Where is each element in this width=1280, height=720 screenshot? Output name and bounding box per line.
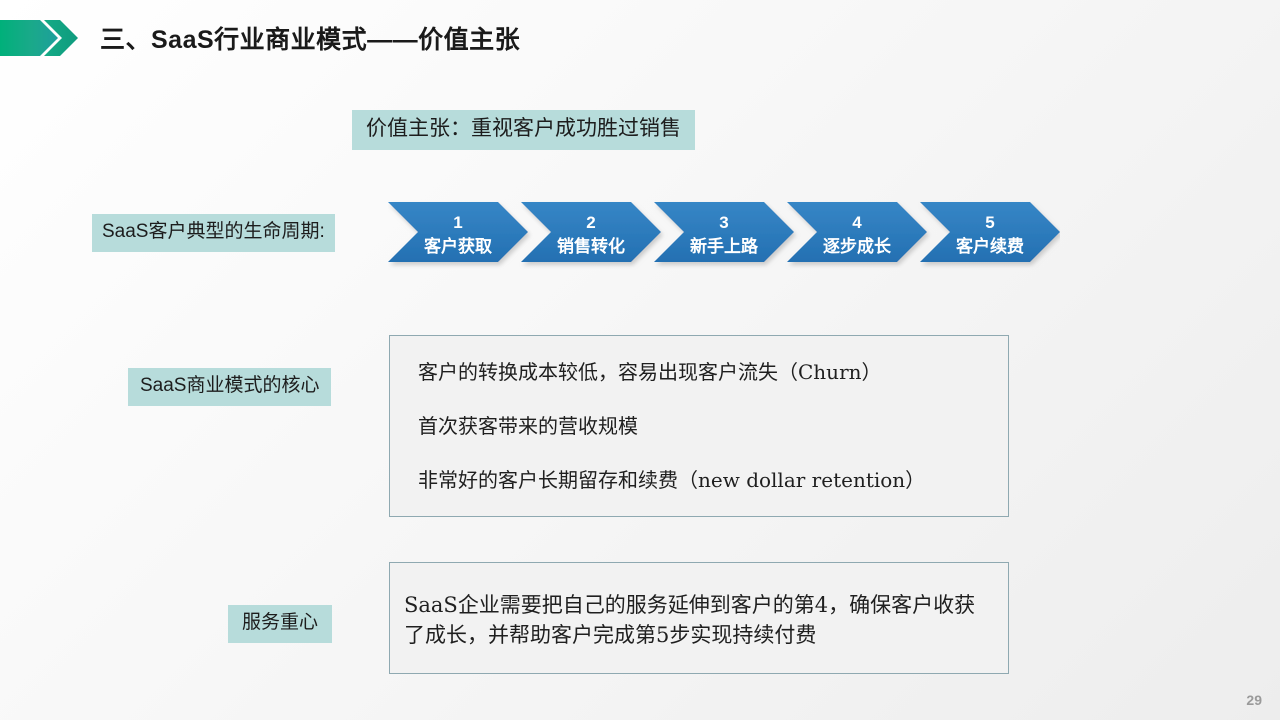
page-number: 29: [1246, 692, 1262, 708]
page-title: 三、SaaS行业商业模式——价值主张: [100, 26, 521, 54]
chevron-step-4-number: 4: [852, 213, 862, 232]
core-model-line-2: 首次获客带来的营收规模: [418, 414, 638, 438]
core-model-line-3: 非常好的客户长期留存和续费（new dollar retention）: [418, 468, 926, 492]
slide-header: 三、SaaS行业商业模式——价值主张: [0, 14, 1280, 62]
core-model-label: SaaS商业模式的核心: [128, 368, 332, 406]
chevron-step-1-label: 客户获取: [423, 236, 492, 256]
green-chevron-arrow-icon: [0, 14, 86, 62]
lifecycle-process-flow: 1 客户获取 2 销售转化 3 新手上路 4 逐步成长 5 客户: [388, 196, 1060, 270]
chevron-step-2-number: 2: [586, 213, 595, 232]
lifecycle-label: SaaS客户典型的生命周期:: [92, 214, 335, 252]
chevron-step-5[interactable]: 5 客户续费: [920, 202, 1060, 262]
chevron-step-1[interactable]: 1 客户获取: [388, 202, 528, 262]
chevron-step-4[interactable]: 4 逐步成长: [787, 202, 927, 262]
chevron-step-4-label: 逐步成长: [823, 236, 892, 256]
chevron-step-3[interactable]: 3 新手上路: [654, 202, 794, 262]
core-model-line-1: 客户的转换成本较低，容易出现客户流失（Churn）: [418, 360, 882, 384]
chevron-step-2[interactable]: 2 销售转化: [521, 202, 661, 262]
chevron-step-2-label: 销售转化: [557, 236, 625, 256]
chevron-step-5-label: 客户续费: [955, 236, 1024, 256]
value-proposition-banner: 价值主张：重视客户成功胜过销售: [352, 110, 695, 151]
chevron-step-3-number: 3: [719, 213, 728, 232]
chevron-step-3-label: 新手上路: [690, 236, 759, 256]
chevron-step-1-number: 1: [453, 213, 462, 232]
service-focus-label: 服务重心: [228, 605, 333, 643]
service-focus-text: SaaS企业需要把自己的服务延伸到客户的第4，确保客户收获了成长，并帮助客户完成…: [404, 593, 976, 647]
core-model-box: 客户的转换成本较低，容易出现客户流失（Churn） 首次获客带来的营收规模 非常…: [389, 335, 1009, 517]
chevron-step-5-number: 5: [985, 213, 994, 232]
service-focus-box: SaaS企业需要把自己的服务延伸到客户的第4，确保客户收获了成长，并帮助客户完成…: [389, 562, 1009, 674]
